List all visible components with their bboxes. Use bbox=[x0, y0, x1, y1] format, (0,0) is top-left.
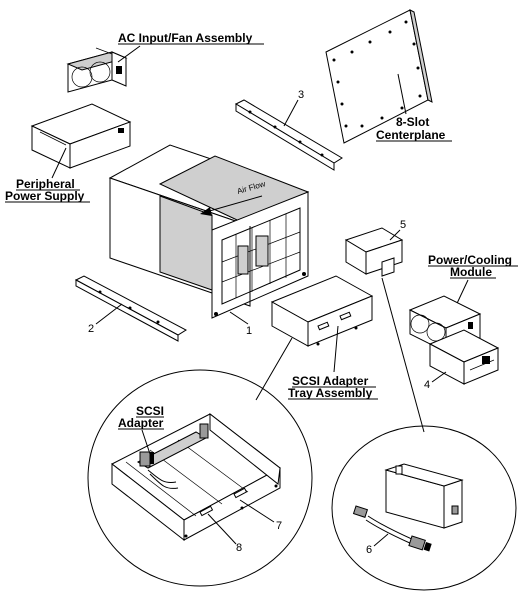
power-cooling-module-lower bbox=[428, 329, 500, 385]
leader-scsi-adapter bbox=[141, 429, 151, 455]
label-scsi-tray-line2: Tray Assembly bbox=[288, 386, 373, 400]
label-scsi-tray-line1: SCSI Adapter bbox=[292, 374, 369, 388]
leader-scsi-tray bbox=[333, 325, 339, 373]
peripheral-power-supply bbox=[30, 103, 132, 169]
label-ac-input-fan: AC Input/Fan Assembly bbox=[118, 31, 253, 45]
detail-ellipse-tray bbox=[87, 369, 313, 587]
callout-2: 2 bbox=[88, 323, 94, 335]
label-peripheral-line1: Peripheral bbox=[16, 177, 75, 191]
callout-1: 1 bbox=[246, 325, 252, 337]
bracket-cable-detail bbox=[352, 463, 464, 552]
callout-6: 6 bbox=[366, 544, 372, 556]
zoom-line-module bbox=[381, 277, 425, 433]
scsi-adapter-tray-assembly bbox=[270, 275, 374, 347]
label-centerplane-line1: 8-Slot bbox=[396, 115, 429, 129]
module-5 bbox=[344, 227, 404, 277]
eight-slot-centerplane bbox=[325, 9, 433, 144]
callout-5: 5 bbox=[400, 219, 406, 231]
mounting-rail-2 bbox=[74, 275, 188, 342]
callout-4: 4 bbox=[424, 379, 430, 391]
main-chassis bbox=[108, 144, 310, 319]
callout-8: 8 bbox=[236, 542, 242, 554]
detail-circle-bracket bbox=[331, 425, 517, 591]
leader-centerplane bbox=[397, 73, 407, 115]
tray-detail bbox=[111, 412, 281, 542]
leader-peripheral bbox=[51, 147, 67, 179]
callout-7: 7 bbox=[276, 520, 282, 532]
mounting-rail-3 bbox=[234, 99, 343, 171]
label-power-cooling-line2: Module bbox=[450, 265, 492, 279]
label-power-cooling-line1: Power/Cooling bbox=[428, 253, 512, 267]
callout-3: 3 bbox=[298, 89, 304, 101]
label-peripheral-line2: Power Supply bbox=[5, 189, 85, 203]
zoom-line-tray bbox=[255, 337, 293, 401]
label-scsi-adapter-line2: Adapter bbox=[118, 416, 164, 430]
label-scsi-adapter-line1: SCSI bbox=[136, 404, 164, 418]
ac-input-fan-assembly bbox=[66, 47, 128, 93]
leader-ac-input bbox=[117, 45, 141, 63]
label-centerplane-line2: Centerplane bbox=[376, 128, 446, 142]
